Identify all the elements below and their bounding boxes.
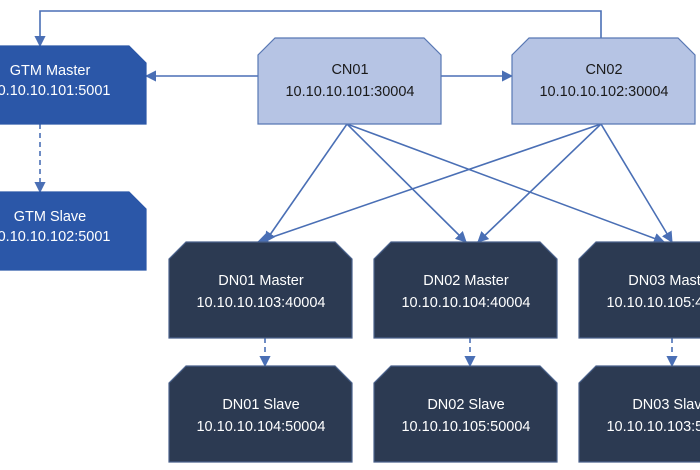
- node-dn03-master-shape: [578, 241, 700, 339]
- node-dn01-master-address: 10.10.10.103:40004: [196, 295, 325, 311]
- node-cn01[interactable]: CN01 10.10.10.101:30004: [257, 37, 442, 125]
- edge-cn02-to-gtm-master: [34, 10, 602, 48]
- edge-cn01-to-dn01-master: [264, 123, 348, 243]
- node-dn02-master[interactable]: DN02 Master 10.10.10.104:40004: [373, 241, 558, 339]
- node-dn02-slave[interactable]: DN02 Slave 10.10.10.105:50004: [373, 365, 558, 463]
- node-dn01-slave-title: DN01 Slave: [222, 397, 299, 413]
- node-dn01-slave-address: 10.10.10.104:50004: [196, 419, 325, 435]
- node-dn02-slave-title: DN02 Slave: [427, 397, 504, 413]
- node-dn01-slave-shape: [168, 365, 353, 463]
- edge-cn02-to-dn01-master: [256, 123, 602, 245]
- node-gtm-slave[interactable]: GTM Slave 10.10.10.102:5001: [0, 191, 147, 271]
- node-dn01-master-title: DN01 Master: [218, 273, 304, 289]
- node-gtm-master-address: 10.10.10.101:5001: [0, 83, 110, 99]
- node-gtm-slave-address: 10.10.10.102:5001: [0, 229, 110, 245]
- node-dn02-slave-address: 10.10.10.105:50004: [401, 419, 530, 435]
- edge-cn02-to-dn03-master: [600, 123, 673, 243]
- node-dn03-master[interactable]: DN03 Master 10.10.10.105:40004: [578, 241, 700, 339]
- node-dn01-slave[interactable]: DN01 Slave 10.10.10.104:50004: [168, 365, 353, 463]
- node-dn03-slave-shape: [578, 365, 700, 463]
- node-dn02-slave-shape: [373, 365, 558, 463]
- node-dn01-master-shape: [168, 241, 353, 339]
- node-cn01-address: 10.10.10.101:30004: [285, 84, 414, 100]
- node-cn01-title: CN01: [331, 62, 368, 78]
- node-dn03-slave-title: DN03 Slave: [632, 397, 700, 413]
- node-dn03-slave[interactable]: DN03 Slave 10.10.10.103:50004: [578, 365, 700, 463]
- node-dn03-master-address: 10.10.10.105:40004: [606, 295, 700, 311]
- node-dn02-master-title: DN02 Master: [423, 273, 509, 289]
- node-cn02-title: CN02: [585, 62, 622, 78]
- node-cn02-shape: [511, 37, 696, 125]
- node-gtm-master-shape: [0, 45, 147, 125]
- edge-layer: [34, 10, 678, 368]
- node-dn01-master[interactable]: DN01 Master 10.10.10.103:40004: [168, 241, 353, 339]
- node-dn03-slave-address: 10.10.10.103:50004: [606, 419, 700, 435]
- node-dn02-master-shape: [373, 241, 558, 339]
- node-gtm-master-title: GTM Master: [10, 63, 91, 79]
- node-cn02-address: 10.10.10.102:30004: [539, 84, 668, 100]
- edge-cn01-to-dn03-master: [346, 123, 666, 244]
- edge-cn02-to-dn02-master: [477, 123, 602, 243]
- node-gtm-slave-shape: [0, 191, 147, 271]
- node-gtm-slave-title: GTM Slave: [14, 209, 87, 225]
- edge-cn01-to-dn02-master: [346, 123, 467, 243]
- node-gtm-master[interactable]: GTM Master 10.10.10.101:5001: [0, 45, 147, 125]
- node-cn01-shape: [257, 37, 442, 125]
- node-dn02-master-address: 10.10.10.104:40004: [401, 295, 530, 311]
- node-dn03-master-title: DN03 Master: [628, 273, 700, 289]
- node-cn02[interactable]: CN02 10.10.10.102:30004: [511, 37, 696, 125]
